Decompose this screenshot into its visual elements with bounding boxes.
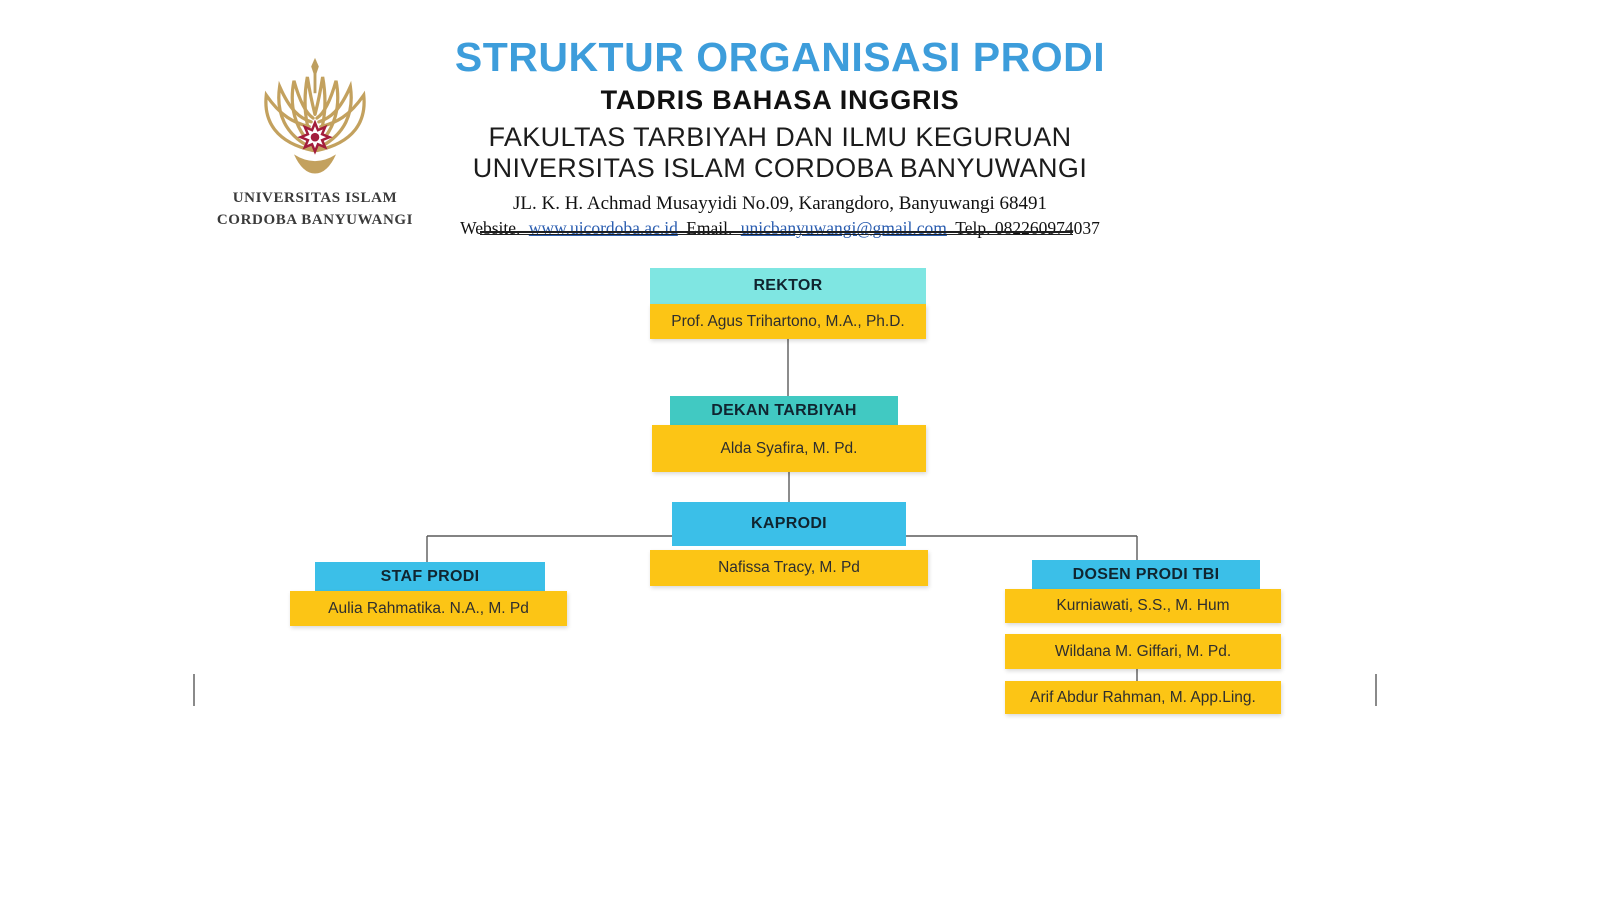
org-node-rektor-title: REKTOR: [650, 268, 926, 304]
org-node-staf-title: STAF PRODI: [315, 562, 545, 591]
org-node-dosen-name-2: Wildana M. Giffari, M. Pd.: [1005, 634, 1281, 669]
website-label: Website.: [460, 218, 521, 239]
org-node-kaprodi-title: KAPRODI: [672, 502, 906, 546]
org-node-staf-name: Aulia Rahmatika. N.A., M. Pd: [290, 591, 567, 626]
contact-line: Website. www.uicordoba.ac.id Email. unic…: [420, 218, 1140, 239]
program-name: TADRIS BAHASA INGGRIS: [600, 85, 960, 116]
university-name: UNIVERSITAS ISLAM CORDOBA BANYUWANGI: [472, 152, 1088, 183]
org-node-dosen-name-1: Kurniawati, S.S., M. Hum: [1005, 589, 1281, 623]
logo-caption-line2: CORDOBA BANYUWANGI: [216, 211, 414, 228]
right-edge-mark: [1375, 674, 1377, 706]
address-line: JL. K. H. Achmad Musayyidi No.09, Karang…: [512, 193, 1048, 215]
email-label: Email.: [686, 218, 733, 239]
website-link[interactable]: www.uicordoba.ac.id: [528, 218, 678, 239]
phone-text: Telp. 082260974037: [955, 218, 1100, 239]
org-node-rektor-name: Prof. Agus Trihartono, M.A., Ph.D.: [650, 304, 926, 339]
org-node-dosen-name-3: Arif Abdur Rahman, M. App.Ling.: [1005, 681, 1281, 714]
org-node-dekan-name: Alda Syafira, M. Pd.: [652, 425, 926, 472]
logo-caption-line1: UNIVERSITAS ISLAM: [232, 190, 398, 206]
university-logo: UNIVERSITAS ISLAM CORDOBA BANYUWANGI: [200, 55, 430, 232]
header-divider: [480, 231, 1073, 235]
org-node-dekan-title: DEKAN TARBIYAH: [670, 396, 898, 425]
page-title: STRUKTUR ORGANISASI PRODI: [454, 34, 1106, 80]
email-link[interactable]: unicbanyuwangi@gmail.com: [740, 218, 947, 239]
university-emblem-icon: [264, 57, 366, 174]
org-node-dosen-title: DOSEN PRODI TBI: [1032, 560, 1260, 589]
org-node-kaprodi-name: Nafissa Tracy, M. Pd: [650, 550, 928, 586]
logo-caption: UNIVERSITAS ISLAM CORDOBA BANYUWANGI: [200, 188, 430, 232]
faculty-name: FAKULTAS TARBIYAH DAN ILMU KEGURUAN: [488, 122, 1072, 153]
left-edge-mark: [193, 674, 195, 706]
letterhead: STRUKTUR ORGANISASI PRODI TADRIS BAHASA …: [420, 34, 1140, 239]
